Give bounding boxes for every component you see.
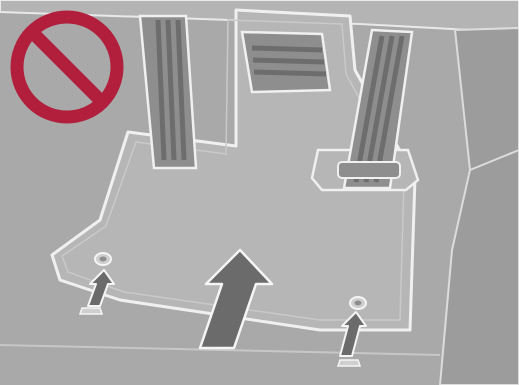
floor-anchor [338,360,360,366]
brake-pedal [242,32,330,92]
floor-anchor [80,308,102,314]
